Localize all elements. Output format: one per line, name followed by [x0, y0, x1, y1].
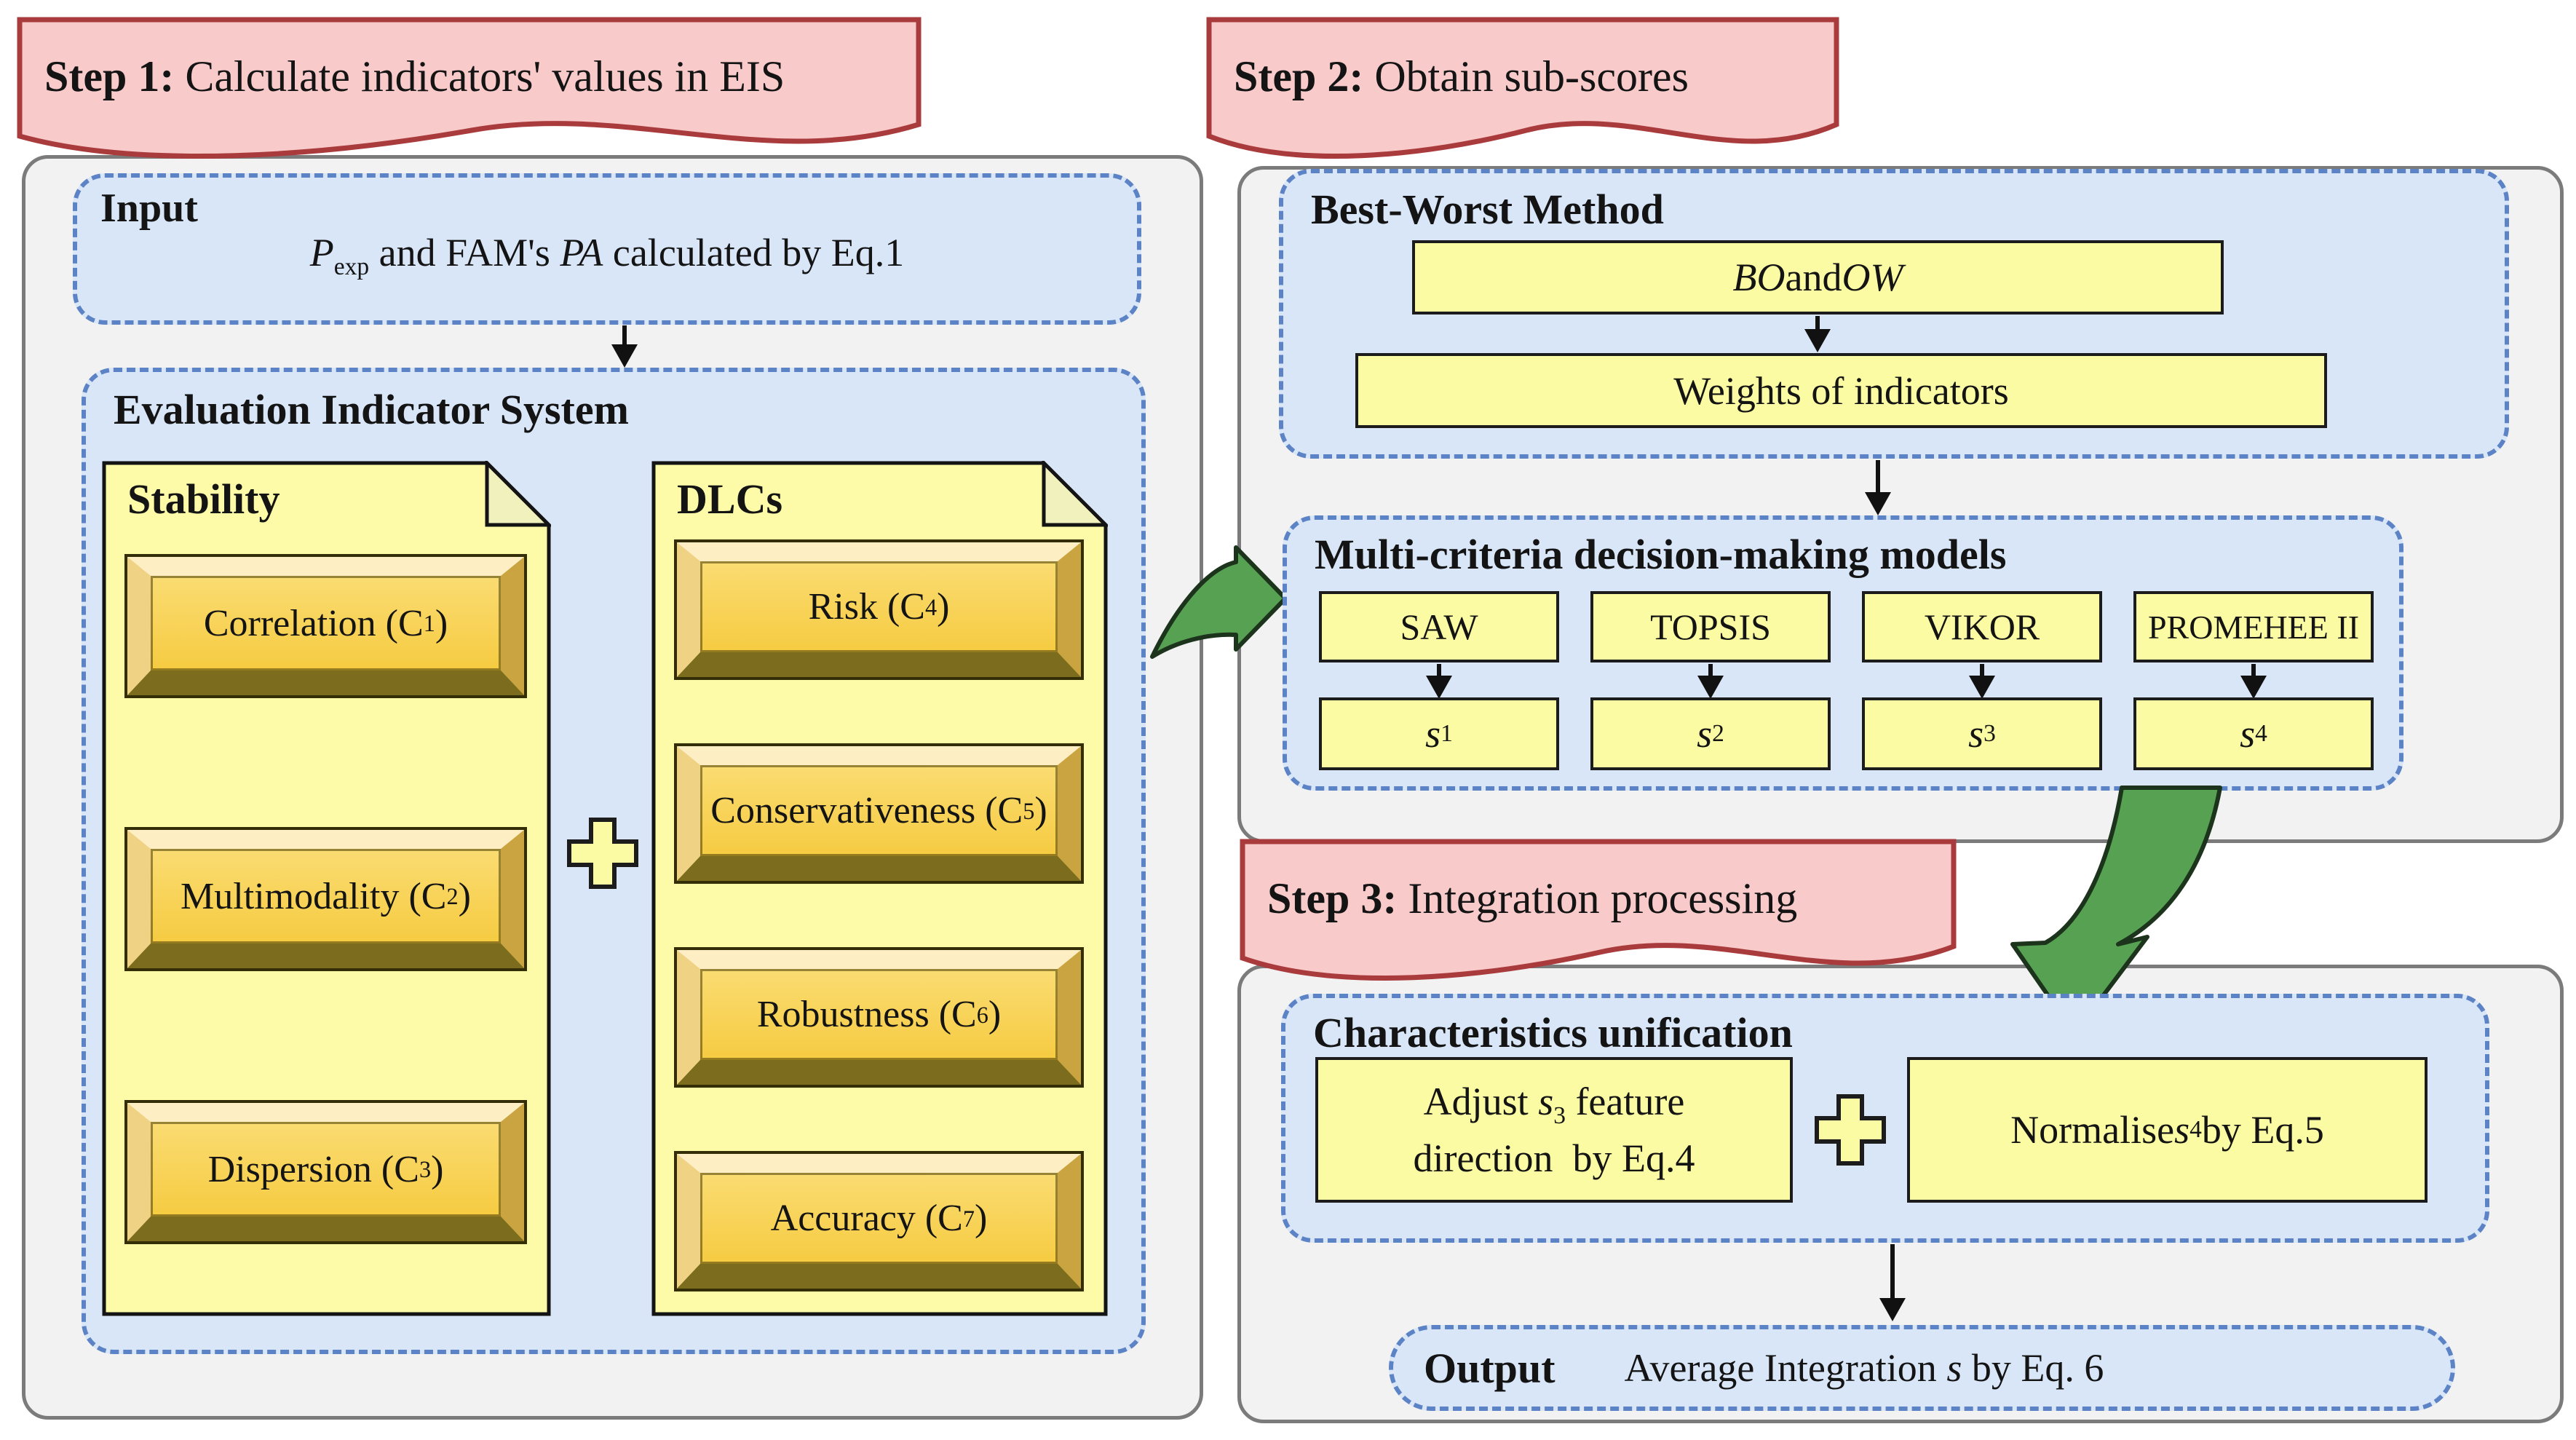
bo-ow-bar: BO and OW: [1412, 240, 2224, 314]
model-bar-promehee: PROMEHEE II: [2133, 591, 2374, 662]
down-arrow-icon: [1697, 664, 1724, 699]
eis-title: Evaluation Indicator System: [114, 386, 629, 433]
down-arrow-icon: [1804, 316, 1831, 352]
bwm-title: Best-Worst Method: [1311, 186, 1664, 233]
down-arrow-icon: [611, 325, 638, 368]
banner-ribbon-shape: [17, 17, 922, 159]
output-box: Output Average Integration s by Eq. 6: [1389, 1325, 2455, 1411]
weights-bar: Weights of indicators: [1355, 353, 2327, 428]
model-bar-vikor: VIKOR: [1862, 591, 2102, 662]
input-formula: Pexp and FAM's PA calculated by Eq.1: [309, 231, 905, 280]
down-arrow-icon: [1426, 664, 1452, 699]
step2-banner-label: Step 2: Obtain sub-scores: [1234, 52, 1689, 100]
plus-icon: [567, 818, 638, 889]
step3-banner-label: Step 3: Integration processing: [1267, 874, 1798, 922]
down-arrow-icon: [1879, 1244, 1906, 1321]
down-arrow-icon: [2240, 664, 2267, 699]
model-label: SAW: [1400, 606, 1478, 647]
banner-ribbon-shape: [1206, 17, 1839, 159]
model-bar-topsis: TOPSIS: [1590, 591, 1831, 662]
folded-corner-icon: [485, 461, 551, 527]
mcdm-title: Multi-criteria decision-making models: [1315, 531, 2007, 578]
output-formula: Average Integration s by Eq. 6: [1624, 1346, 2104, 1390]
down-arrow-icon: [1865, 460, 1891, 515]
banner-ribbon-shape: [1240, 839, 1957, 981]
folded-corner-icon: [1042, 461, 1108, 527]
adjust-line1: Adjust s3 feature: [1423, 1079, 1685, 1129]
step1-banner-label: Step 1: Calculate indicators' values in …: [44, 52, 785, 100]
model-label: TOPSIS: [1650, 606, 1771, 647]
model-label: VIKOR: [1924, 606, 2040, 647]
adjust-line2: direction by Eq.4: [1413, 1136, 1695, 1180]
dlcs-title: DLCs: [677, 475, 783, 523]
adjust-box: Adjust s3 feature direction by Eq.4: [1315, 1057, 1793, 1203]
green-curved-arrow-icon: [1150, 545, 1288, 659]
down-arrow-icon: [1969, 664, 1995, 699]
cu-title: Characteristics unification: [1313, 1009, 1793, 1056]
plus-icon: [1815, 1094, 1886, 1166]
stability-title: Stability: [127, 475, 280, 523]
model-bar-saw: SAW: [1319, 591, 1559, 662]
output-label: Output: [1424, 1344, 1555, 1392]
step1-banner: Step 1: Calculate indicators' values in …: [17, 17, 922, 177]
weights-label: Weights of indicators: [1673, 368, 2009, 413]
input-box: Input Pexp and FAM's PA calculated by Eq…: [73, 173, 1141, 325]
step2-banner: Step 2: Obtain sub-scores: [1206, 17, 1839, 177]
input-label: Input: [100, 186, 198, 231]
model-label: PROMEHEE II: [2147, 608, 2360, 646]
step3-banner: Step 3: Integration processing: [1240, 839, 1957, 999]
